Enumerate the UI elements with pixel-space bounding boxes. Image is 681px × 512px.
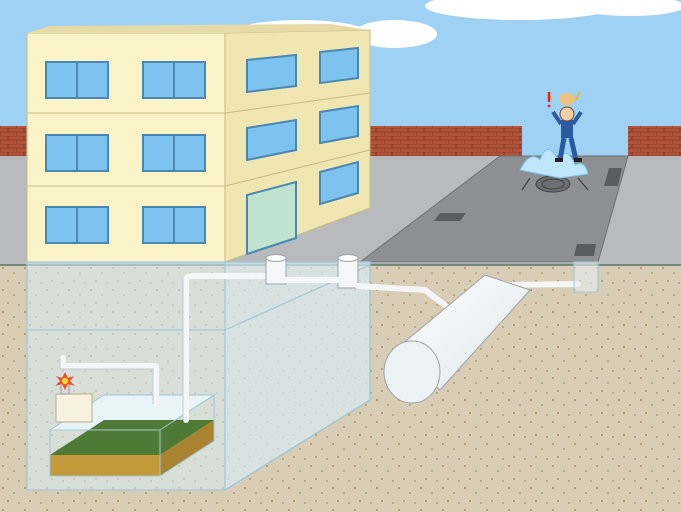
brick-wall-left bbox=[0, 126, 30, 158]
street-inlet bbox=[574, 262, 598, 292]
exclamation-icon bbox=[548, 92, 551, 107]
brick-wall-right bbox=[628, 126, 681, 158]
brick-wall-middle bbox=[370, 126, 522, 158]
building bbox=[27, 24, 370, 262]
